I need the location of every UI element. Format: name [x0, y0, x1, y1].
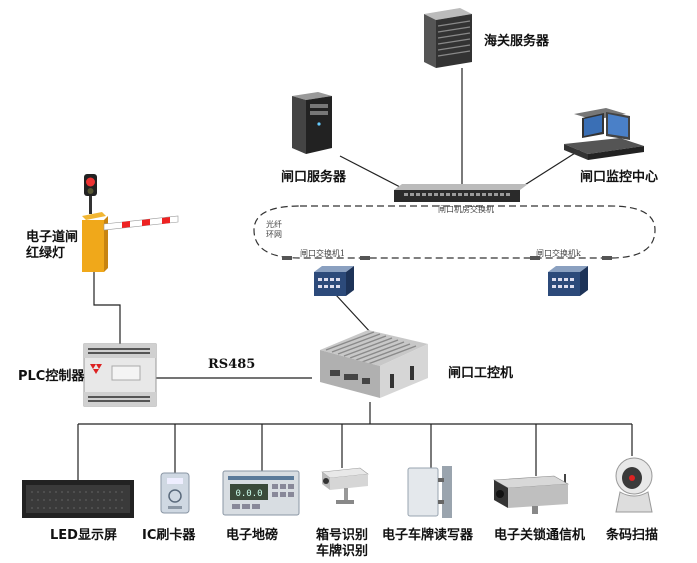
device-label-barcode: 条码扫描 [606, 528, 659, 543]
device-label-led: LED显示屏 [50, 528, 117, 543]
barrier-gate-icon [82, 174, 179, 272]
elock-communicator-icon [492, 474, 570, 514]
switch-k-label: 闸口交换机k [536, 249, 581, 258]
network-switch-icon [314, 266, 354, 296]
device-label-rfid: 电子车牌读写器 [382, 528, 474, 543]
plc-label: PLC控制器 [18, 369, 85, 384]
weighbridge-terminal-icon: 0.0.0 [222, 470, 300, 516]
switch-1-label: 闸口交换机1 [300, 249, 346, 258]
fiber-connector-icon [602, 256, 612, 260]
fiber-ring [253, 205, 656, 259]
customs-server-label: 海关服务器 [484, 34, 550, 49]
fiber-connector-icon [360, 256, 370, 260]
barcode-scanner-icon [615, 457, 653, 513]
workstation-icon [564, 108, 644, 160]
rfid-reader-icon [407, 466, 452, 518]
card-reader-icon [160, 472, 190, 514]
device-label-ic: IC刷卡器 [142, 528, 196, 543]
monitor-center-label: 闸口监控中心 [580, 170, 659, 185]
gate-server-label: 闸口服务器 [281, 170, 347, 185]
scale-reading: 0.0.0 [235, 489, 262, 499]
rack-server-icon [424, 8, 472, 68]
fiber-connector-icon [282, 256, 292, 260]
device-label-elock: 电子关锁通信机 [494, 528, 586, 543]
barrier-light-label: 电子道闸红绿灯 [26, 230, 79, 261]
rs485-label: RS485 [208, 357, 256, 372]
led-display-icon [22, 480, 134, 518]
ipc-label: 闸口工控机 [448, 366, 514, 381]
industrial-pc-icon [320, 330, 428, 398]
device-label-scale: 电子地磅 [226, 528, 279, 543]
tower-server-icon [292, 92, 332, 154]
network-switch-icon [548, 266, 588, 296]
device-label-camera: 箱号识别车牌识别 [316, 528, 369, 559]
camera-icon [321, 467, 369, 504]
fiber-ring-label: 光纤环网 [266, 220, 282, 239]
core-switch-label: 闸口机房交换机 [438, 205, 494, 214]
fiber-connector-icon [530, 256, 540, 260]
plc-icon [83, 343, 157, 407]
core-switch-icon [394, 184, 528, 202]
